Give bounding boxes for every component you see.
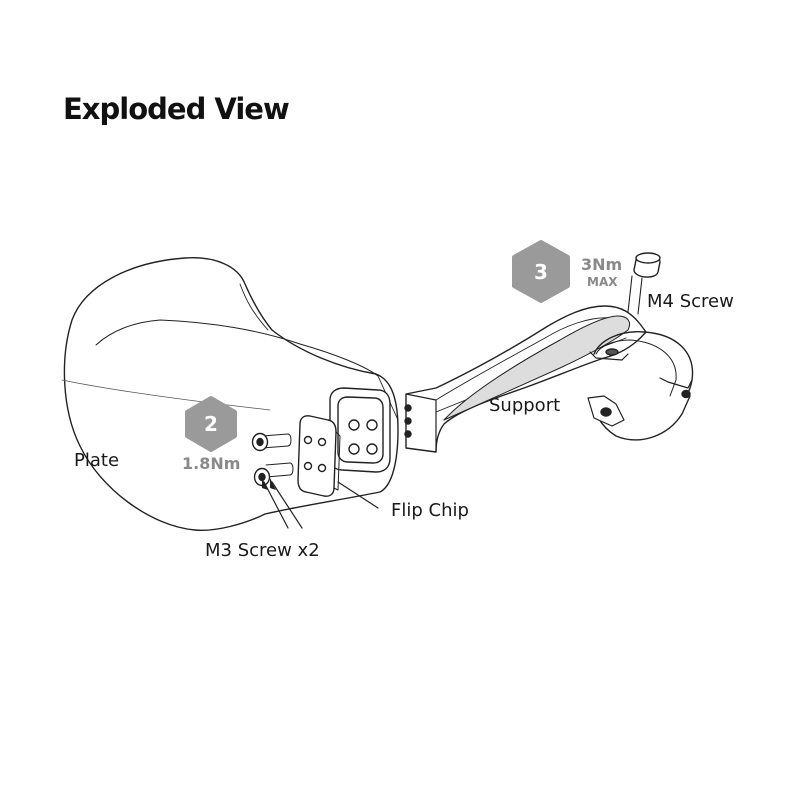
- m3-screw-upper: [251, 432, 292, 452]
- step-badge-2: 2: [185, 396, 237, 452]
- support-label: Support: [489, 395, 561, 416]
- flip-chip-part: [297, 415, 341, 497]
- leader-lines: [263, 481, 379, 529]
- support-part: [404, 305, 647, 453]
- m3-screw-label: M3 Screw x2: [205, 540, 320, 561]
- flip-chip-label: Flip Chip: [391, 500, 469, 521]
- plate-label: Plate: [74, 450, 120, 471]
- step-3-number: 3: [534, 260, 548, 284]
- leader-arrowheads: [262, 478, 276, 490]
- plate-mount-pad: [329, 387, 391, 473]
- step-3-torque-qualifier: MAX: [587, 275, 618, 289]
- step-2-torque: 1.8Nm: [182, 454, 241, 473]
- step-2-number: 2: [204, 412, 218, 436]
- step-badge-3: 3: [512, 240, 570, 303]
- m4-screw-part: [627, 252, 661, 315]
- step-3-torque: 3Nm: [581, 255, 623, 274]
- diagram-title: Exploded View: [63, 92, 290, 126]
- m4-screw-label: M4 Screw: [647, 291, 734, 312]
- clamp-part: [587, 331, 694, 441]
